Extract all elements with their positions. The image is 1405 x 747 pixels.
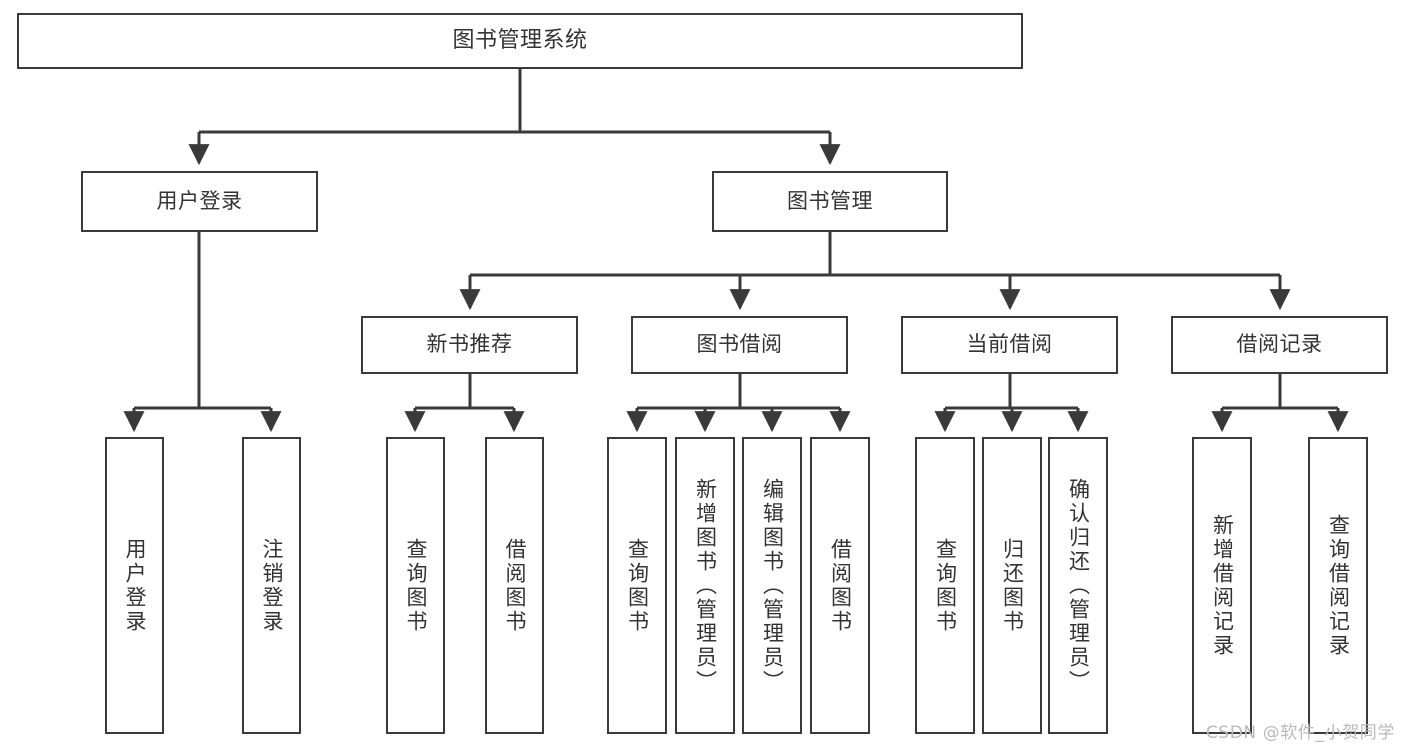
leaf-user-login-signin[interactable]: 用户登录 (105, 437, 164, 734)
node-label: 图书管理系统 (452, 27, 588, 53)
node-borrow-record[interactable]: 借阅记录 (1171, 316, 1388, 374)
node-label: 借阅图书 (828, 537, 853, 634)
node-label: 图书管理 (787, 188, 873, 213)
node-label: 确认归还（管理员） (1066, 477, 1091, 694)
node-label: 查询图书 (625, 537, 650, 634)
leaf-book-borrow-edit[interactable]: 编辑图书（管理员） (742, 437, 802, 734)
node-label: 新增借阅记录 (1210, 513, 1235, 658)
node-label: 查询借阅记录 (1326, 513, 1351, 658)
node-label: 编辑图书（管理员） (760, 477, 785, 694)
node-user-login[interactable]: 用户登录 (81, 171, 318, 232)
node-label: 新增图书（管理员） (693, 477, 718, 694)
watermark: CSDN @软件_小贺同学 (1205, 723, 1395, 743)
node-label: 用户登录 (123, 537, 148, 634)
node-book-management[interactable]: 图书管理 (712, 171, 948, 232)
node-book-borrow[interactable]: 图书借阅 (631, 316, 848, 374)
leaf-current-borrow-confirm[interactable]: 确认归还（管理员） (1048, 437, 1108, 734)
node-label: 查询图书 (404, 537, 429, 634)
node-new-book-recommend[interactable]: 新书推荐 (361, 316, 578, 374)
leaf-current-borrow-query[interactable]: 查询图书 (915, 437, 975, 734)
node-label: 借阅图书 (503, 537, 528, 634)
leaf-borrow-record-add[interactable]: 新增借阅记录 (1192, 437, 1252, 734)
leaf-borrow-record-query[interactable]: 查询借阅记录 (1308, 437, 1368, 734)
node-label: 图书借阅 (696, 332, 783, 357)
leaf-user-login-signout[interactable]: 注销登录 (242, 437, 301, 734)
node-label: 归还图书 (1000, 537, 1025, 634)
node-label: 查询图书 (933, 537, 958, 634)
node-root-system[interactable]: 图书管理系统 (17, 13, 1023, 69)
node-label: 新书推荐 (426, 332, 513, 357)
leaf-book-borrow-add[interactable]: 新增图书（管理员） (675, 437, 735, 734)
leaf-new-book-borrow[interactable]: 借阅图书 (485, 437, 544, 734)
node-label: 借阅记录 (1236, 332, 1323, 357)
leaf-current-borrow-return[interactable]: 归还图书 (982, 437, 1042, 734)
node-current-borrow[interactable]: 当前借阅 (901, 316, 1118, 374)
leaf-book-borrow-query[interactable]: 查询图书 (607, 437, 667, 734)
leaf-new-book-query[interactable]: 查询图书 (386, 437, 445, 734)
node-label: 当前借阅 (966, 332, 1053, 357)
node-label: 注销登录 (260, 537, 285, 634)
node-label: 用户登录 (156, 188, 243, 213)
leaf-book-borrow-borrow[interactable]: 借阅图书 (810, 437, 870, 734)
